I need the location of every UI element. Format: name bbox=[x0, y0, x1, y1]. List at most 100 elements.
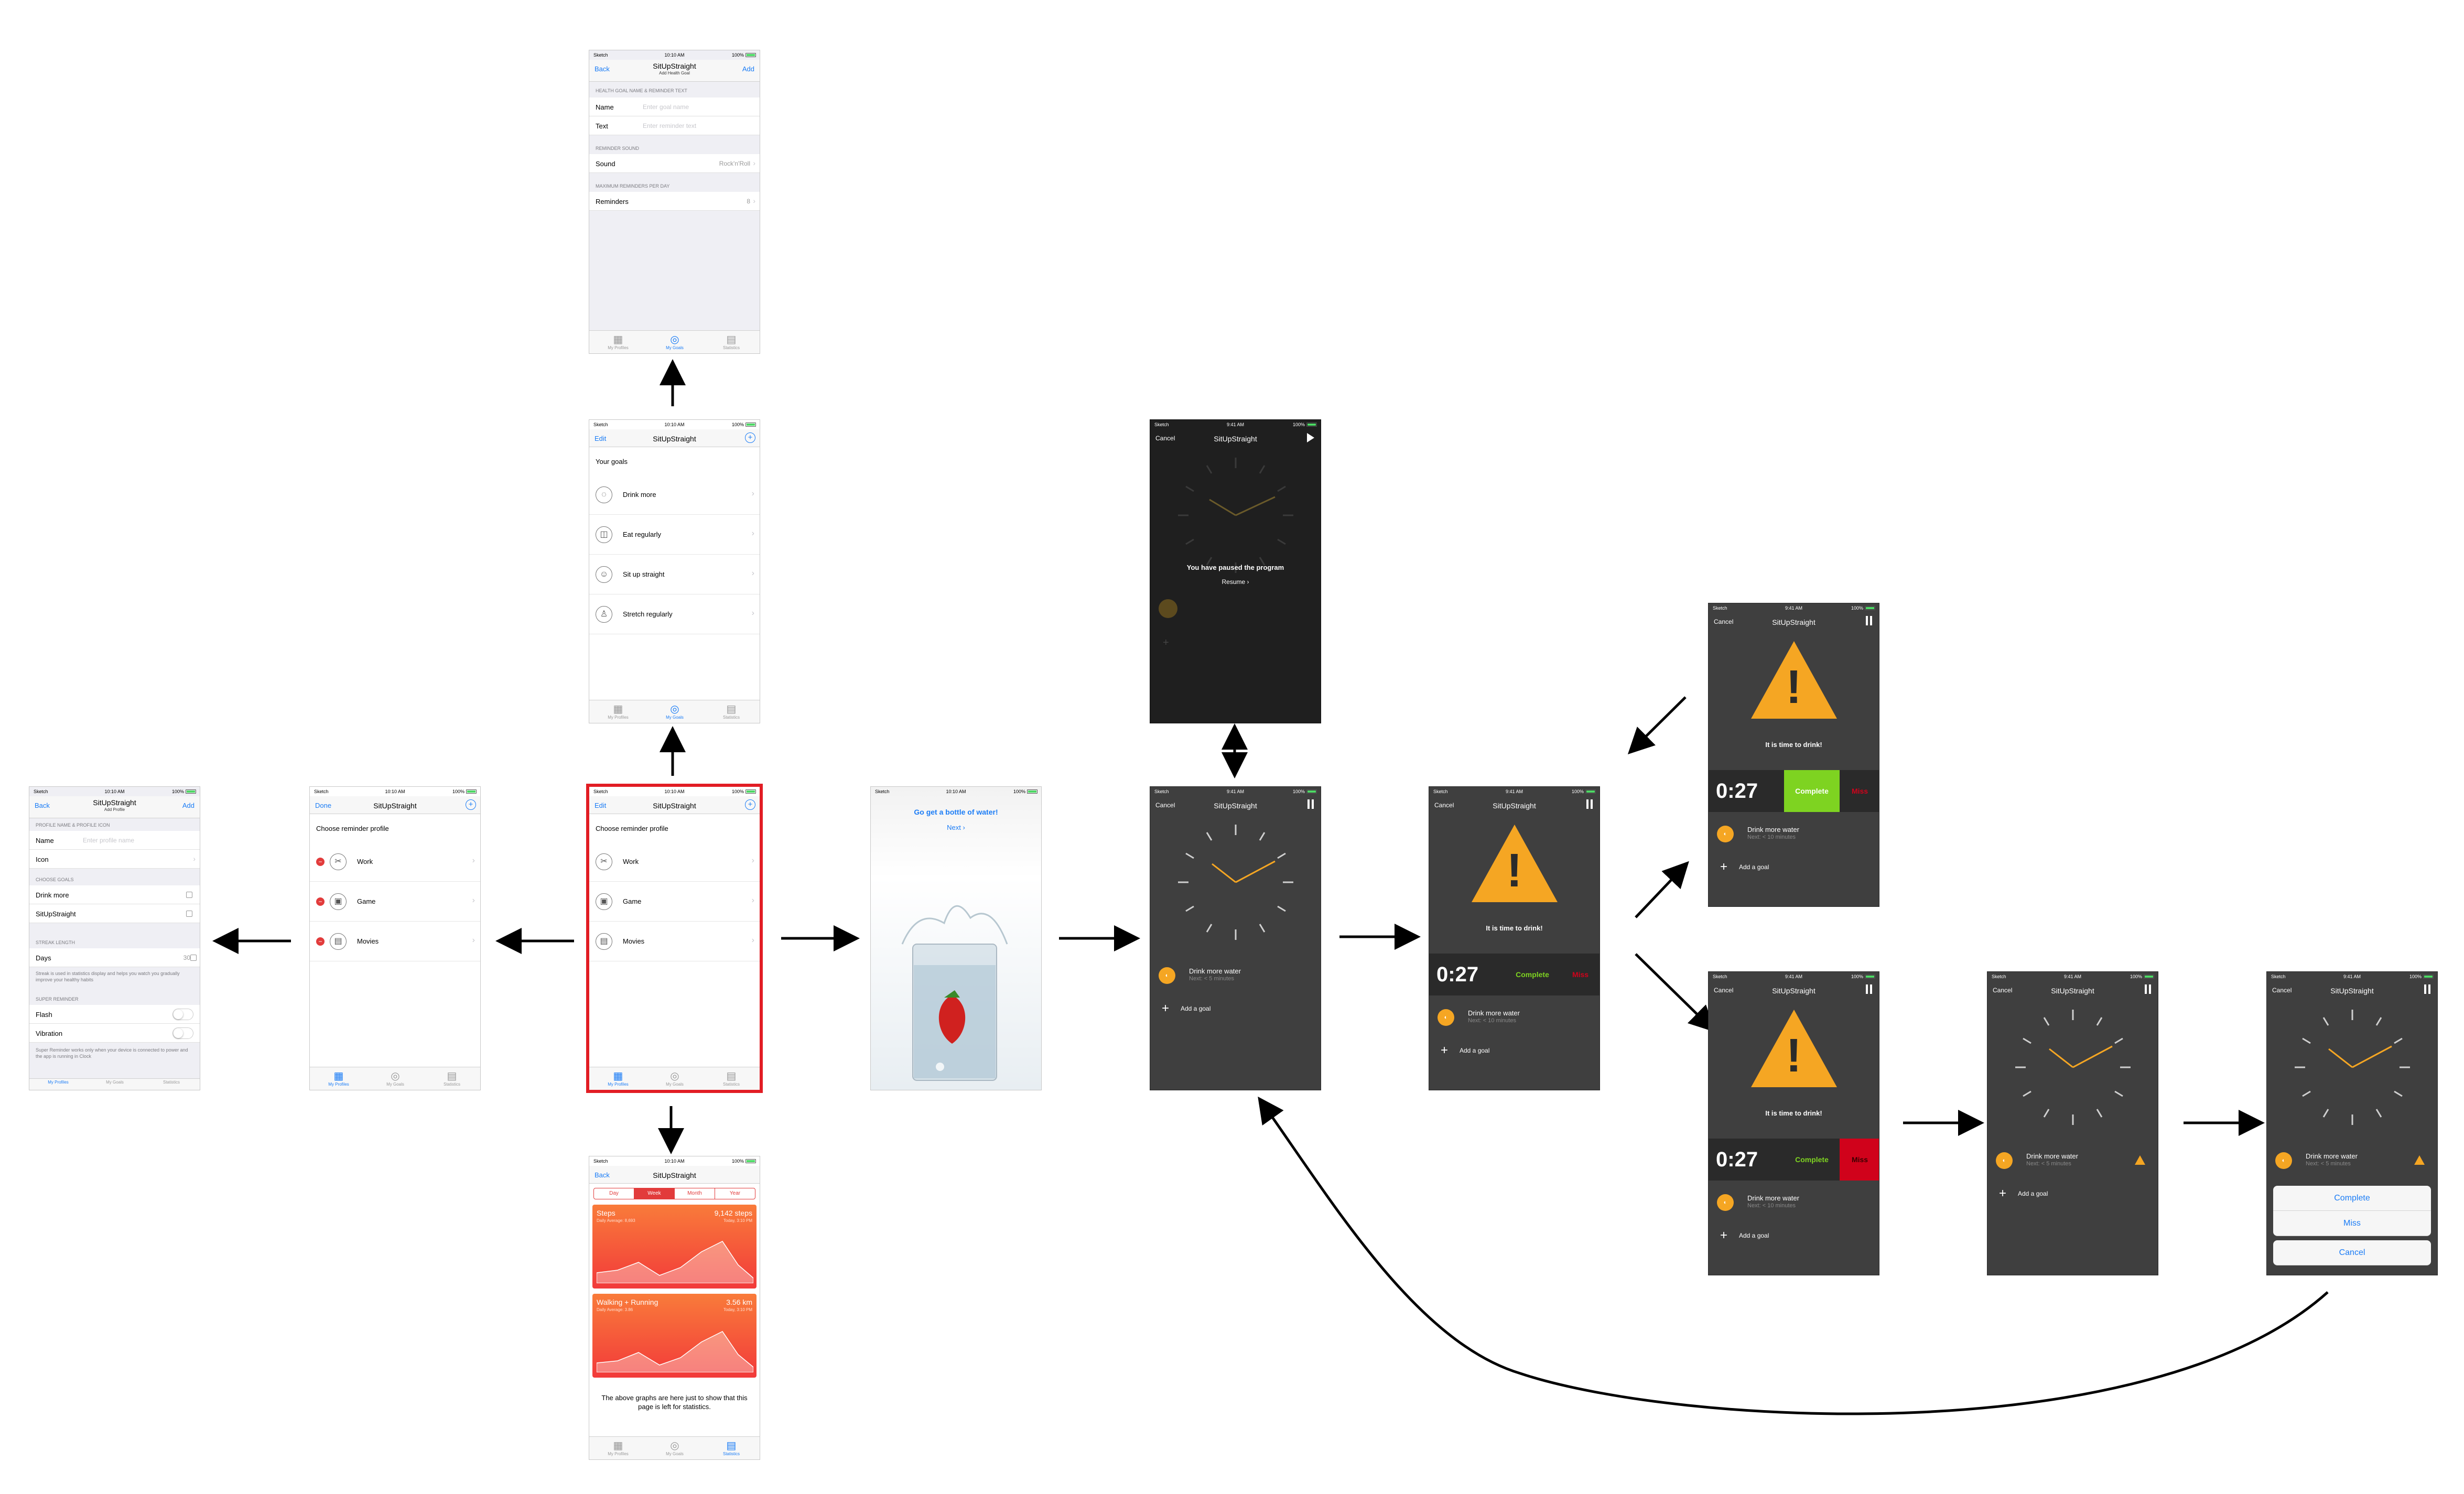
complete-button[interactable]: Complete bbox=[1784, 770, 1840, 812]
profile-row[interactable]: ▤Movies› bbox=[589, 922, 760, 961]
tab-statistics[interactable]: Statistics bbox=[163, 1080, 180, 1085]
sheet-cancel-button[interactable]: Cancel bbox=[2273, 1240, 2431, 1265]
pause-icon[interactable] bbox=[1865, 616, 1873, 625]
pause-icon[interactable] bbox=[1865, 984, 1873, 994]
play-icon[interactable] bbox=[1307, 433, 1314, 442]
complete-button[interactable]: Complete bbox=[1795, 1155, 1829, 1164]
vibration-toggle[interactable] bbox=[172, 1027, 193, 1039]
vibration-row[interactable]: Vibration bbox=[29, 1024, 200, 1043]
sheet-miss-button[interactable]: Miss bbox=[2273, 1211, 2431, 1236]
edit-button[interactable]: Edit bbox=[595, 802, 607, 809]
tab-statistics[interactable]: ▤Statistics bbox=[705, 1070, 758, 1087]
miss-button[interactable]: Miss bbox=[1572, 970, 1589, 979]
cancel-button[interactable]: Cancel bbox=[1155, 435, 1175, 442]
profile-name-input[interactable]: Enter profile name bbox=[83, 837, 135, 844]
tab-my-profiles[interactable]: ▦My Profiles bbox=[592, 334, 644, 350]
text-input[interactable]: Enter reminder text bbox=[643, 122, 697, 129]
pause-icon[interactable] bbox=[2424, 984, 2431, 994]
back-button[interactable]: Back bbox=[595, 1171, 610, 1179]
pause-icon[interactable] bbox=[1307, 799, 1314, 809]
goal-item[interactable]: ◐ Drink more water Next: < 5 minutes bbox=[1159, 965, 1312, 986]
tab-my-profiles[interactable]: ▦My Profiles bbox=[312, 1070, 365, 1087]
delete-icon[interactable]: − bbox=[316, 937, 325, 946]
goal-item[interactable]: ◐ Drink more water Next: < 10 minutes bbox=[1438, 1007, 1591, 1028]
miss-button[interactable]: Miss bbox=[1840, 1139, 1879, 1181]
water-glass-image bbox=[871, 787, 1041, 1090]
segment-month[interactable]: Month bbox=[675, 1188, 715, 1199]
tab-my-profiles[interactable]: ▦My Profiles bbox=[592, 703, 644, 720]
cancel-button[interactable]: Cancel bbox=[1993, 987, 2013, 994]
goal-checkbox-row[interactable]: SitUpStraight bbox=[29, 904, 200, 923]
delete-icon[interactable]: − bbox=[316, 858, 325, 866]
name-input[interactable]: Enter goal name bbox=[643, 103, 689, 111]
stepper[interactable] bbox=[190, 955, 197, 961]
goal-row[interactable]: ◫Eat regularly› bbox=[589, 515, 760, 555]
profile-row[interactable]: −▣Game› bbox=[310, 882, 480, 922]
segment-day[interactable]: Day bbox=[594, 1188, 634, 1199]
goal-checkbox-row[interactable]: Drink more bbox=[29, 885, 200, 904]
tab-my-goals[interactable]: ◎My Goals bbox=[649, 703, 701, 720]
add-button[interactable]: Add bbox=[742, 65, 754, 73]
tab-my-profiles[interactable]: ▦My Profiles bbox=[592, 1440, 644, 1456]
tab-my-goals[interactable]: ◎My Goals bbox=[649, 1070, 701, 1087]
checkbox[interactable] bbox=[186, 911, 192, 917]
miss-button[interactable]: Miss bbox=[1851, 787, 1868, 795]
pause-icon[interactable] bbox=[2144, 984, 2152, 994]
tab-statistics[interactable]: ▤Statistics bbox=[705, 334, 758, 350]
profile-row[interactable]: ✂Work› bbox=[589, 842, 760, 882]
cancel-button[interactable]: Cancel bbox=[1434, 802, 1454, 809]
add-button[interactable]: Add bbox=[182, 802, 194, 809]
tab-statistics[interactable]: ▤Statistics bbox=[705, 703, 758, 720]
pause-icon[interactable] bbox=[1586, 799, 1593, 809]
segment-year[interactable]: Year bbox=[729, 1190, 741, 1196]
goal-row[interactable]: ☺Sit up straight› bbox=[589, 555, 760, 594]
resume-button[interactable]: Resume › bbox=[1222, 578, 1249, 586]
cancel-button[interactable]: Cancel bbox=[1714, 987, 1734, 994]
goal-item[interactable]: ◐ Drink more water Next: < 10 minutes bbox=[1717, 1192, 1871, 1213]
add-icon[interactable]: + bbox=[745, 799, 755, 810]
edit-button[interactable]: Edit bbox=[595, 435, 607, 442]
icon-row[interactable]: Icon› bbox=[29, 850, 200, 869]
cancel-button[interactable]: Cancel bbox=[1714, 618, 1734, 625]
walking-card[interactable]: Walking + Running 3.56 km Daily Average:… bbox=[592, 1294, 757, 1378]
checkbox[interactable] bbox=[186, 892, 192, 898]
tab-my-goals[interactable]: ◎My Goals bbox=[369, 1070, 422, 1087]
delete-icon[interactable]: − bbox=[316, 897, 325, 906]
cancel-button[interactable]: Cancel bbox=[2272, 987, 2292, 994]
flash-toggle[interactable] bbox=[172, 1009, 193, 1020]
cancel-button[interactable]: Cancel bbox=[1155, 802, 1175, 809]
tab-my-profiles[interactable]: My Profiles bbox=[48, 1080, 69, 1085]
tab-statistics[interactable]: ▤Statistics bbox=[426, 1070, 478, 1087]
flash-row[interactable]: Flash bbox=[29, 1005, 200, 1024]
back-button[interactable]: Back bbox=[595, 65, 610, 73]
profile-row[interactable]: ▣Game› bbox=[589, 882, 760, 922]
add-icon[interactable]: + bbox=[745, 432, 755, 443]
goal-item[interactable]: ◐ Drink more water Next: < 10 minutes bbox=[1717, 824, 1871, 845]
tab-my-goals[interactable]: My Goals bbox=[106, 1080, 124, 1085]
goal-item[interactable]: ◐ Drink more water Next: < 5 minutes bbox=[2275, 1150, 2429, 1171]
steps-card[interactable]: Steps 9,142 steps Daily Average: 8,693 T… bbox=[592, 1205, 757, 1289]
goal-item[interactable]: ◐ Drink more water Next: < 5 minutes bbox=[1996, 1150, 2149, 1171]
goal-row[interactable]: ◌Drink more› bbox=[589, 475, 760, 515]
tab-my-goals[interactable]: ◎My Goals bbox=[649, 334, 701, 350]
next-button[interactable]: Next › bbox=[947, 824, 965, 831]
tab-my-profiles[interactable]: ▦My Profiles bbox=[592, 1070, 644, 1087]
tab-my-goals[interactable]: ◎My Goals bbox=[649, 1440, 701, 1456]
goal-row[interactable]: ♙Stretch regularly› bbox=[589, 594, 760, 634]
complete-button[interactable]: Complete bbox=[1516, 970, 1549, 979]
sheet-complete-button[interactable]: Complete bbox=[2273, 1186, 2431, 1211]
nav-bar: Done SitUpStraight + bbox=[310, 796, 480, 814]
profile-row[interactable]: −✂Work› bbox=[310, 842, 480, 882]
done-button[interactable]: Done bbox=[315, 802, 332, 809]
add-icon[interactable]: + bbox=[466, 799, 476, 810]
profile-row[interactable]: −▤Movies› bbox=[310, 922, 480, 961]
back-button[interactable]: Back bbox=[35, 802, 50, 809]
segment-week[interactable]: Week bbox=[634, 1188, 675, 1199]
tab-statistics[interactable]: ▤Statistics bbox=[705, 1440, 758, 1456]
